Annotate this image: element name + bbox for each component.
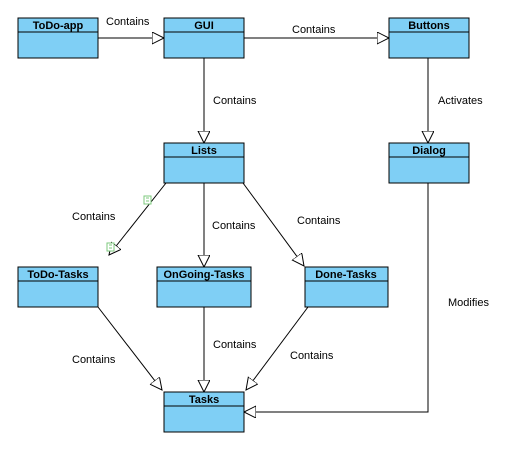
class-name: ToDo-Tasks	[27, 269, 88, 281]
relation-buttons-dialog: Activates	[428, 58, 483, 143]
relation-dialog-tasks: Modifies	[244, 183, 489, 412]
class-buttons: Buttons	[388, 17, 470, 59]
class-name: Dialog	[412, 145, 446, 157]
relation-label: Contains	[72, 354, 116, 366]
relation-gui-buttons: Contains	[244, 24, 389, 38]
anchor-marker-icon	[143, 195, 152, 205]
class-name: Lists	[191, 145, 217, 157]
relation-todo-app-gui: Contains	[98, 16, 164, 38]
relation-lists-ongoing-tasks: Contains	[204, 183, 256, 267]
class-name: OnGoing-Tasks	[163, 269, 244, 281]
class-lists: Lists	[163, 142, 245, 184]
relation-done-tasks-tasks: Contains	[246, 306, 334, 390]
class-todo-tasks: ToDo-Tasks	[17, 266, 99, 308]
class-name: GUI	[194, 20, 214, 32]
class-name: Buttons	[408, 20, 450, 32]
relation-ongoing-tasks-tasks: Contains	[204, 307, 257, 392]
relation-label: Contains	[106, 16, 150, 28]
relation-label: Contains	[213, 95, 257, 107]
class-todo-app: ToDo-app	[17, 17, 99, 59]
class-dialog: Dialog	[388, 142, 470, 184]
class-tasks: Tasks	[163, 391, 245, 433]
relation-gui-lists: Contains	[204, 58, 257, 143]
relation-todo-tasks-tasks: Contains	[72, 306, 162, 390]
class-name: ToDo-app	[33, 20, 84, 32]
relation-label: Contains	[212, 220, 256, 232]
relation-label: Contains	[72, 211, 116, 223]
class-ongoing-tasks: OnGoing-Tasks	[156, 266, 252, 308]
relation-label: Contains	[213, 339, 257, 351]
relation-lists-todo-tasks: Contains	[72, 182, 167, 255]
relation-lists-done-tasks: Contains	[242, 182, 341, 266]
class-name: Done-Tasks	[315, 269, 377, 281]
relation-label: Contains	[292, 24, 336, 36]
class-done-tasks: Done-Tasks	[304, 266, 389, 308]
relation-label: Activates	[438, 95, 483, 107]
relation-label: Contains	[297, 215, 341, 227]
relation-label: Contains	[290, 350, 334, 362]
class-gui: GUI	[163, 17, 245, 59]
anchor-marker-icon	[106, 242, 115, 252]
class-name: Tasks	[189, 394, 219, 406]
relation-label: Modifies	[448, 297, 489, 309]
